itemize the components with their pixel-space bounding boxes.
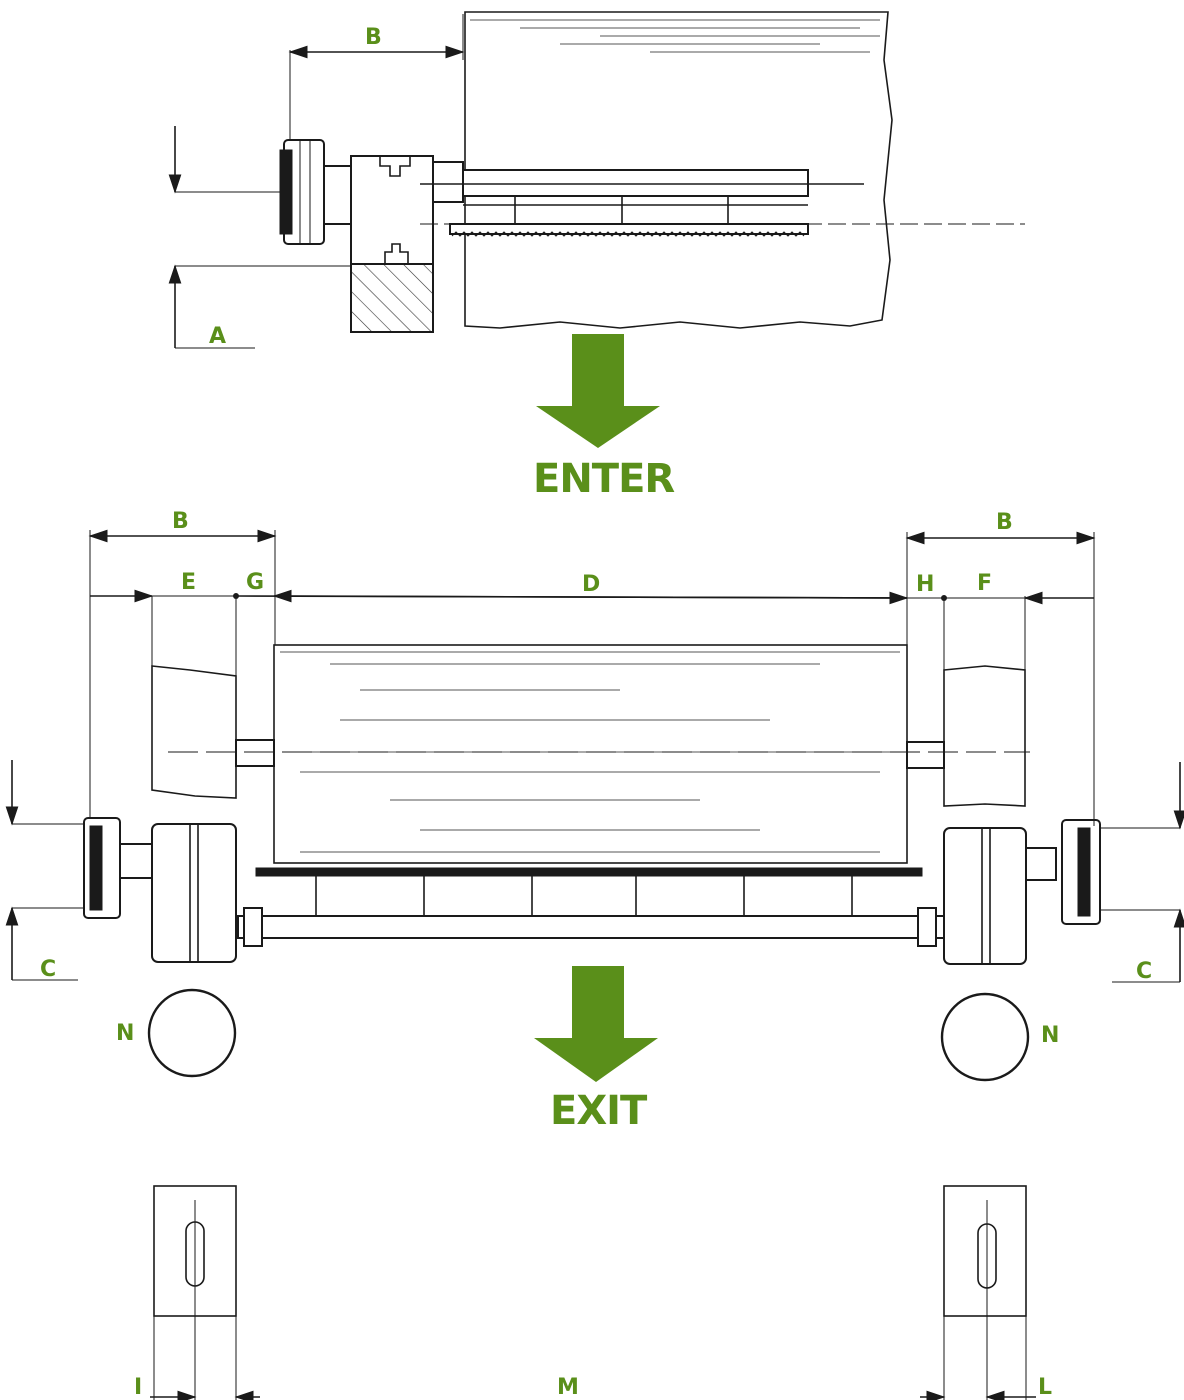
right-slot-block bbox=[943, 1185, 1027, 1317]
main-cylinder-shading bbox=[280, 651, 900, 853]
right-collar bbox=[917, 907, 937, 947]
right-knob-grip bbox=[1077, 827, 1091, 917]
enter-arrow: ENTER bbox=[533, 334, 675, 502]
enter-arrow-icon bbox=[536, 334, 660, 448]
front-view: B B E G D H F C C N N bbox=[5, 509, 1184, 1082]
label-c-right: C bbox=[1136, 959, 1152, 984]
label-b-left: B bbox=[172, 509, 189, 534]
hatched-base bbox=[350, 263, 434, 333]
bottom-view: I M L bbox=[134, 1185, 1052, 1400]
label-a: A bbox=[209, 324, 226, 349]
label-b-right: B bbox=[996, 510, 1013, 535]
left-knob-grip bbox=[89, 825, 103, 911]
left-holder bbox=[151, 823, 237, 963]
left-stub bbox=[235, 739, 275, 767]
knob-shaft bbox=[323, 165, 352, 225]
label-n-left: N bbox=[116, 1021, 134, 1046]
left-side-frame bbox=[151, 665, 237, 799]
label-c-left: C bbox=[40, 957, 56, 982]
cylinder-body bbox=[464, 11, 893, 329]
front-toothed-rack bbox=[255, 867, 923, 877]
label-b-top: B bbox=[365, 25, 382, 50]
left-collar bbox=[243, 907, 263, 947]
label-l: L bbox=[1038, 1375, 1052, 1400]
right-circle-n bbox=[940, 992, 1030, 1082]
label-g: G bbox=[246, 570, 264, 595]
t-slot-top bbox=[379, 156, 411, 177]
right-side-frame bbox=[943, 665, 1026, 807]
top-view: B A bbox=[168, 11, 1025, 349]
right-stub bbox=[906, 741, 945, 769]
exit-arrow-icon bbox=[534, 966, 658, 1082]
collar bbox=[432, 161, 464, 203]
cylinder-shading bbox=[470, 19, 880, 53]
label-h: H bbox=[916, 572, 934, 597]
exit-arrow: EXIT bbox=[534, 966, 658, 1134]
t-slot-bottom bbox=[384, 243, 409, 264]
left-knob-shaft bbox=[119, 843, 153, 879]
right-knob-shaft bbox=[1025, 847, 1057, 881]
right-holder bbox=[943, 827, 1027, 965]
lower-shaft bbox=[237, 915, 947, 939]
enter-label: ENTER bbox=[533, 456, 674, 502]
label-f: F bbox=[977, 571, 992, 596]
label-i: I bbox=[134, 1375, 142, 1400]
upper-shaft bbox=[462, 169, 809, 197]
exit-label: EXIT bbox=[550, 1088, 648, 1134]
label-n-right: N bbox=[1041, 1023, 1059, 1048]
label-m: M bbox=[557, 1375, 579, 1400]
label-e: E bbox=[181, 570, 196, 595]
label-d: D bbox=[582, 572, 600, 597]
left-circle-n bbox=[147, 988, 237, 1078]
